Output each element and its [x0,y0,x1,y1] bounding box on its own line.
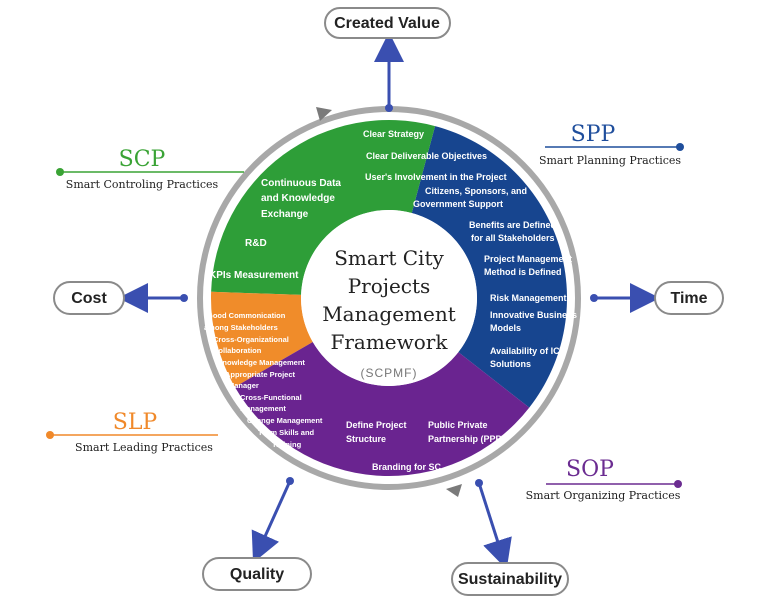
organizing-item: Structure [346,434,386,444]
spp-label: Smart Planning Practices [539,154,681,167]
pill-created-value [324,7,451,39]
leading-item: Appropriate Project [225,370,296,379]
pill-cost [53,281,125,315]
arrow-quality [251,480,292,563]
leading-items: Good Commonication among Stakeholders Cr… [204,311,323,449]
pill-sustainability [451,562,569,596]
organizing-item: Public Private [428,420,488,430]
planning-item: Risk Management [490,293,567,303]
arrow-dot-top [385,104,393,112]
arrow-sustainability [477,482,512,570]
sop-label: Smart Organizing Practices [526,489,681,502]
planning-item: Solutions [490,359,531,369]
organizing-item: Branding for SC [372,462,441,472]
arrow-dot-left [180,294,188,302]
leading-item: Manager [228,381,259,390]
title-line-1: Smart City [334,246,444,270]
leading-item: Change Management [247,416,323,425]
planning-segment [411,126,568,408]
title-abbreviation: (SCPMF) [361,366,418,380]
controlling-segment [211,119,436,295]
planning-item: Models [490,323,521,333]
planning-item: User's Involvement in the Project [365,172,507,182]
title-line-3: Management [322,302,456,326]
leading-item: Management [240,404,286,413]
title-line-2: Projects [348,274,431,298]
planning-item: Method is Defined [484,267,562,277]
scp-code: SCP [119,147,166,172]
planning-item: Clear Deliverable Objectives [366,151,487,161]
leading-item: Collaboration [213,346,262,355]
spp-code: SPP [571,122,616,147]
pill-time [654,281,724,315]
spp-dot [676,143,684,151]
leading-item: Team Skills and [258,428,315,437]
controlling-item: KPIs Measurement [209,270,299,281]
leading-item: Cross-Organizational [213,335,289,344]
organizing-item: Define Project [346,420,407,430]
scp-dot [56,168,64,176]
controlling-item: Continuous Data [261,178,341,189]
slp-dot [46,431,54,439]
sop-code: SOP [566,457,614,482]
pill-quality [202,557,312,591]
leading-item: among Stakeholders [204,323,278,332]
controlling-item: Exchange [261,209,309,220]
leading-item: Cross-Functional [240,393,302,402]
pill-quality-label: Quality [230,566,284,583]
organizing-item: Partnership (PPP) [428,434,505,444]
organizing-segment [234,342,530,477]
ring-arrow-bottom-icon [446,484,462,497]
planning-item: Project Management [484,254,572,264]
leading-item: Training [272,440,302,449]
pill-time-label: Time [670,290,707,307]
scp-label: Smart Controling Practices [66,178,219,191]
slp-code: SLP [113,410,158,435]
pill-created-value-label: Created Value [334,15,440,32]
leading-item: Knowledge Management [217,358,305,367]
planning-item: Citizens, Sponsors, and [425,186,527,196]
pill-sustainability-label: Sustainability [458,571,562,588]
sop-dot [674,480,682,488]
planning-item: Availability of ICT [490,346,566,356]
planning-item: Clear Strategy [363,129,424,139]
controlling-items: Continuous Data and Knowledge Exchange R… [209,178,341,281]
ring-arrow-top-icon [316,107,332,121]
controlling-item: R&D [245,238,267,249]
pill-cost-label: Cost [71,290,107,307]
title-line-4: Framework [330,330,448,354]
planning-item: Government Support [413,199,503,209]
slp-label: Smart Leading Practices [75,441,213,454]
planning-item: for all Stakeholders [471,233,555,243]
controlling-item: and Knowledge [261,193,335,204]
arrow-dot-right [590,294,598,302]
arrow-dot-bottom-right [475,479,483,487]
planning-item: Innovative Business [490,310,577,320]
organizing-items: Define Project Structure Public Private … [346,420,505,472]
planning-item: Benefits are Defined [469,220,556,230]
leading-item: Good Commonication [207,311,286,320]
planning-items: Clear Strategy Clear Deliverable Objecti… [363,129,577,369]
arrow-dot-bottom-left [286,477,294,485]
center-disc [301,210,477,386]
leading-segment [211,291,313,387]
